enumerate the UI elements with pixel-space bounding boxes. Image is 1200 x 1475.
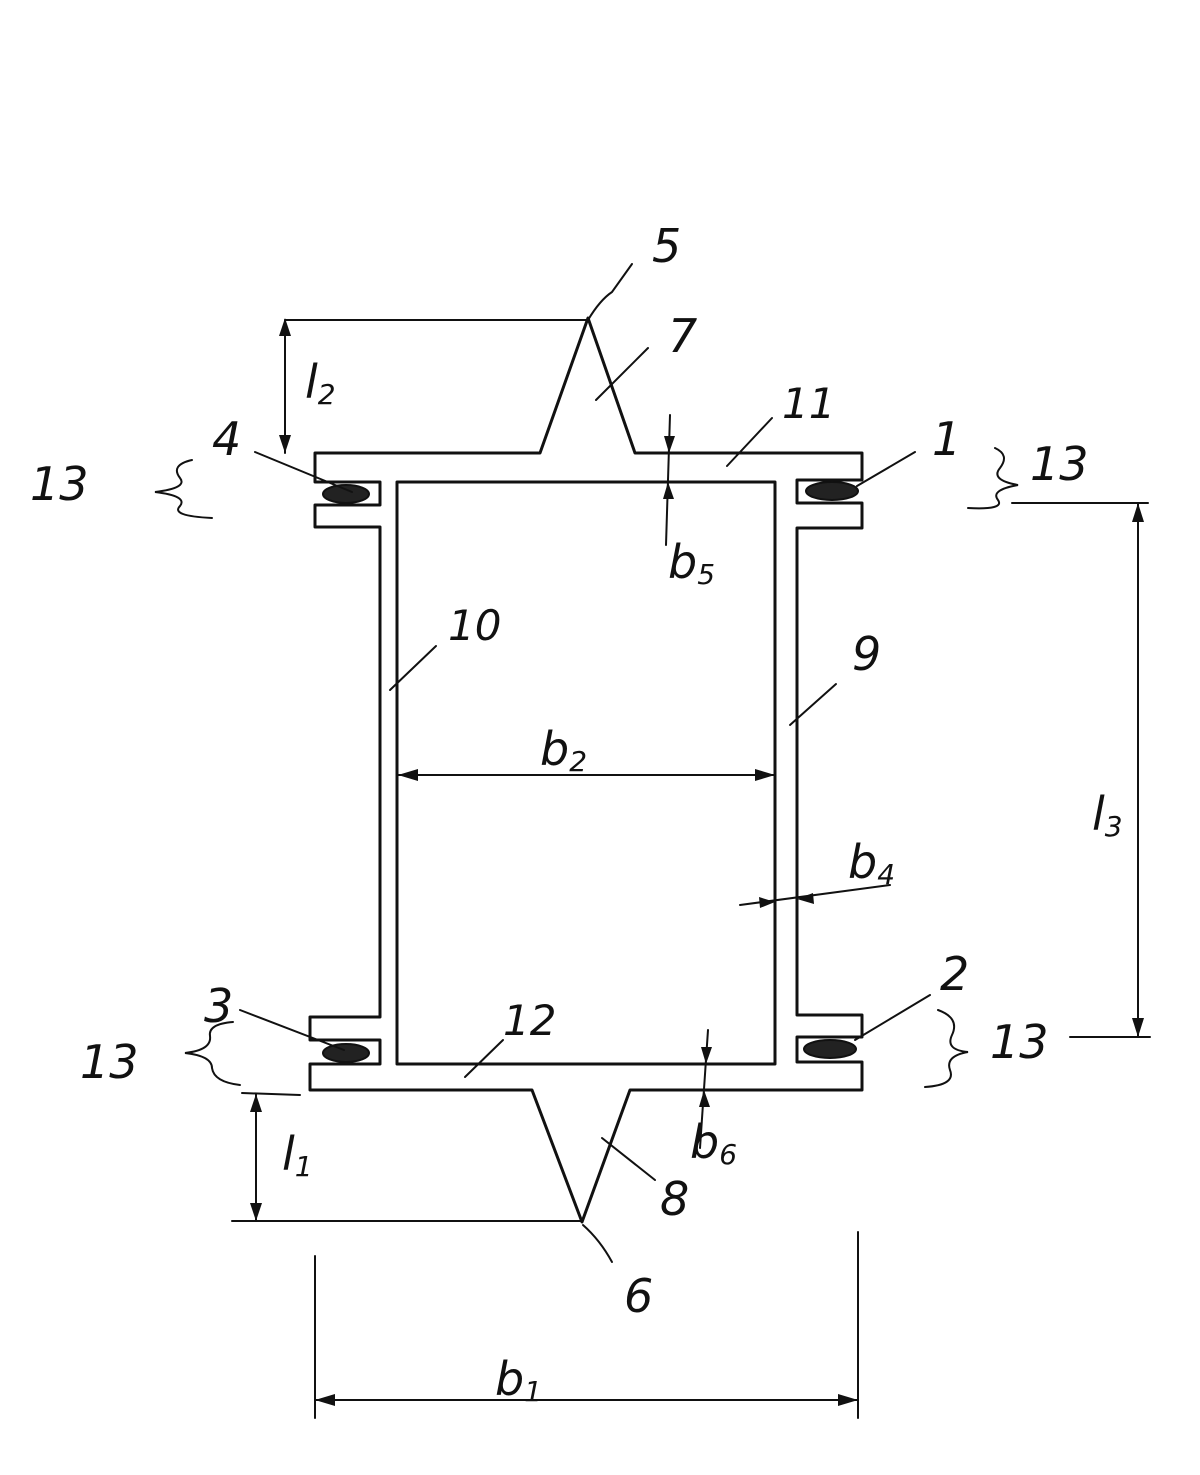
label-13-top-right: 13 [1030, 437, 1089, 491]
label-3: 3 [204, 979, 233, 1033]
dim-label-l3: l3 [1092, 787, 1123, 843]
dim-label-b5: b5 [668, 535, 715, 591]
label-7: 7 [668, 309, 697, 363]
dimension-b4 [739, 884, 891, 908]
label-13-bottom-right: 13 [990, 1015, 1049, 1069]
label-6: 6 [624, 1269, 653, 1323]
braces-13 [154, 447, 1019, 1088]
seal-4 [322, 484, 370, 504]
dimension-b5 [663, 414, 675, 546]
label-5: 5 [652, 219, 681, 273]
dim-label-l1: l1 [282, 1127, 313, 1183]
dimension-l2 [279, 318, 589, 454]
label-13-top-left: 13 [30, 457, 89, 511]
dim-label-b1: b1 [495, 1352, 542, 1408]
dimension-b1 [314, 1231, 859, 1419]
label-12: 12 [503, 996, 556, 1045]
dim-label-l2: l2 [305, 355, 336, 411]
label-1: 1 [932, 412, 961, 466]
inner-chamber [395, 480, 777, 1066]
dimension-l1 [231, 1092, 583, 1222]
label-4: 4 [212, 412, 241, 466]
dim-label-b4: b4 [848, 835, 895, 891]
dim-label-b2: b2 [540, 722, 587, 778]
label-9: 9 [852, 627, 881, 681]
dimension-b2 [397, 769, 776, 781]
label-8: 8 [660, 1172, 689, 1226]
leader-lines [239, 263, 931, 1263]
outer-profile [308, 316, 864, 1224]
label-2: 2 [940, 947, 969, 1001]
seal-1 [805, 481, 859, 501]
dimension-b6 [699, 1029, 712, 1149]
label-11: 11 [782, 379, 835, 428]
dimension-l3 [1011, 502, 1151, 1038]
dim-label-b6: b6 [690, 1115, 737, 1171]
seal-3 [322, 1043, 370, 1063]
label-10: 10 [448, 601, 501, 650]
seal-2 [803, 1039, 857, 1059]
label-13-bottom-left: 13 [80, 1035, 139, 1089]
